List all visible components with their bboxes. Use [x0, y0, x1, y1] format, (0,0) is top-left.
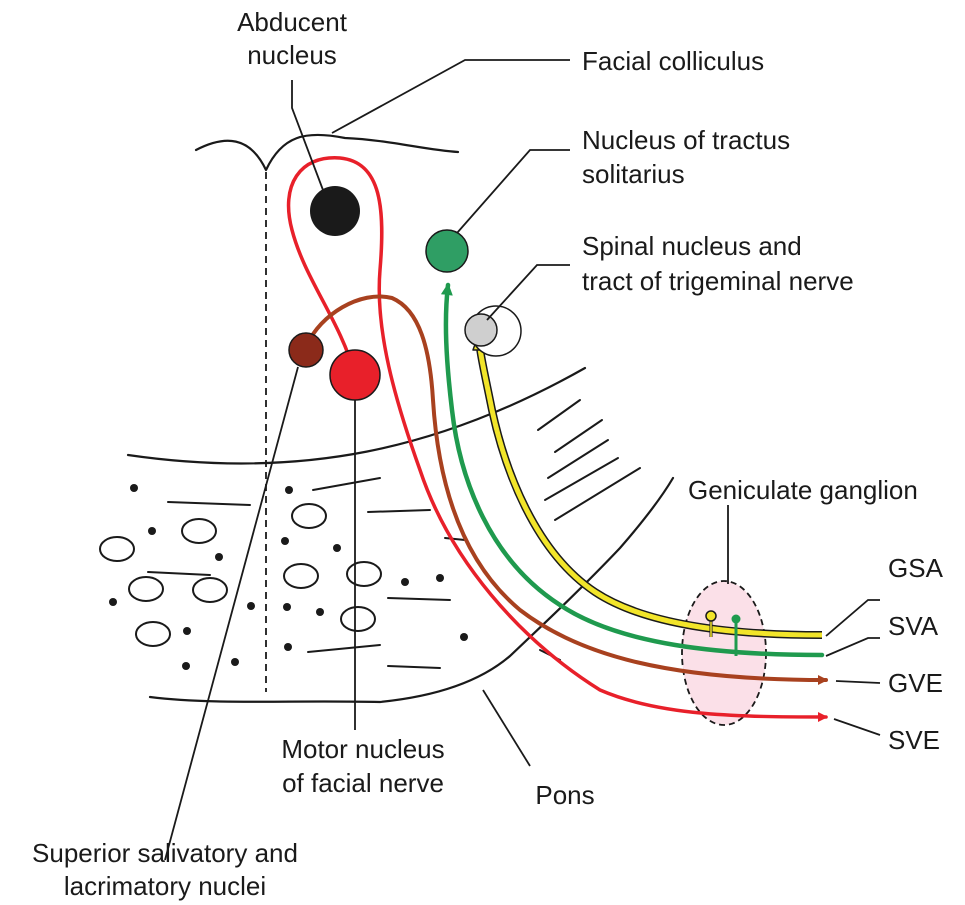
pontine-fiber-bundles — [100, 504, 381, 646]
leader-lines — [165, 60, 880, 860]
facial-colliculus-outline — [196, 135, 458, 170]
label-trigeminal-1: Spinal nucleus and — [582, 231, 802, 261]
label-nts-2: solitarius — [582, 159, 685, 189]
superior-salivatory-nucleus — [289, 333, 323, 367]
pontine-transverse-fibers — [148, 400, 640, 668]
label-abducent-1: Abducent — [237, 7, 348, 37]
label-geniculate-ganglion: Geniculate ganglion — [688, 475, 918, 505]
label-motor-nucleus-2: of facial nerve — [282, 768, 444, 798]
label-salivatory-2: lacrimatory nuclei — [64, 871, 266, 901]
label-pons: Pons — [535, 780, 594, 810]
tractus-solitarius-nucleus — [426, 230, 468, 272]
label-nts-1: Nucleus of tractus — [582, 125, 790, 155]
label-gsa: GSA — [888, 553, 944, 583]
label-sva: SVA — [888, 611, 939, 641]
label-trigeminal-2: tract of trigeminal nerve — [582, 266, 854, 296]
spinal-trigeminal-nucleus — [465, 314, 497, 346]
label-motor-nucleus-1: Motor nucleus — [281, 734, 444, 764]
abducent-nucleus — [310, 186, 360, 236]
label-gve: GVE — [888, 668, 943, 698]
label-salivatory-1: Superior salivatory and — [32, 838, 298, 868]
facial-motor-nucleus — [330, 350, 380, 400]
label-sve: SVE — [888, 725, 940, 755]
label-facial-colliculus: Facial colliculus — [582, 46, 764, 76]
label-abducent-2: nucleus — [247, 40, 337, 70]
